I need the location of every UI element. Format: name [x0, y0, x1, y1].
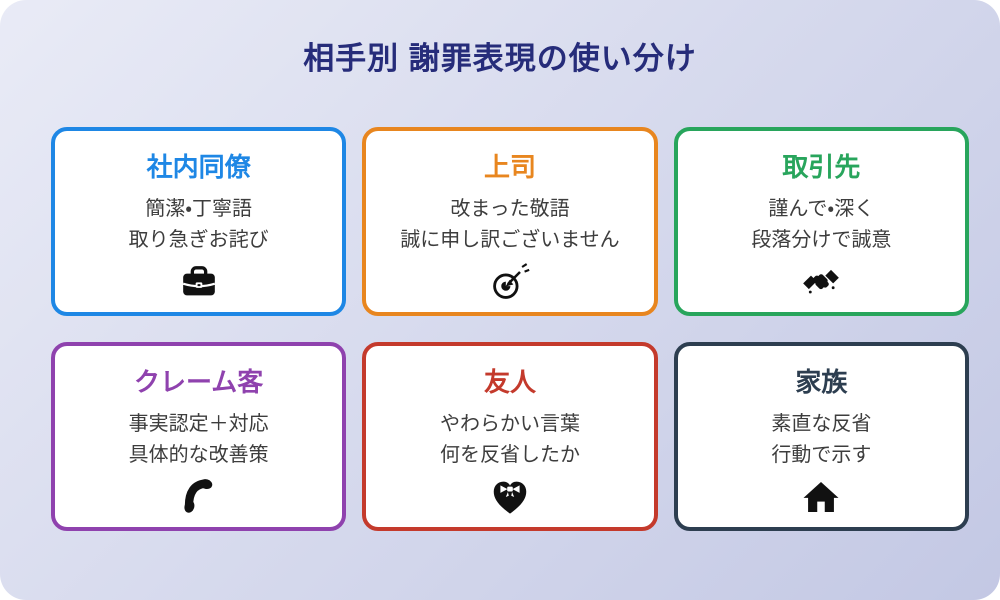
- target-dart-icon: [490, 261, 530, 303]
- card-line: 段落分けで誠意: [751, 229, 892, 252]
- card-line: 取り急ぎお詫び: [128, 229, 269, 252]
- card-description: 改まった敬語誠に申し訳ございません: [400, 194, 619, 256]
- card-title: 社内同僚: [146, 152, 251, 182]
- home-icon: [801, 476, 841, 518]
- card-colleagues: 社内同僚 簡潔・丁寧語取り急ぎお詫び: [51, 127, 347, 316]
- card-line: やわらかい言葉: [439, 413, 580, 436]
- card-description: やわらかい言葉何を反省したか: [440, 409, 580, 471]
- card-complaint-customer: クレーム客 事実認定＋対応具体的な改善策: [51, 342, 347, 531]
- briefcase-icon: [179, 261, 219, 303]
- card-line: 改まった敬語: [450, 198, 570, 221]
- card-boss: 上司 改まった敬語誠に申し訳ございません: [362, 127, 658, 316]
- card-line: 何を反省したか: [439, 444, 580, 467]
- card-title: 上司: [483, 152, 536, 182]
- card-client: 取引先 謹んで・深く段落分けで誠意: [673, 127, 969, 316]
- card-description: 謹んで・深く段落分けで誠意: [751, 194, 891, 256]
- card-line: 簡潔・丁寧語: [145, 198, 253, 221]
- phone-icon: [179, 476, 219, 518]
- card-title: 家族: [795, 367, 848, 397]
- card-description: 事実認定＋対応具体的な改善策: [129, 409, 269, 471]
- card-title: 取引先: [782, 152, 861, 182]
- card-friend: 友人 やわらかい言葉何を反省したか: [362, 342, 658, 531]
- card-line: 謹んで・深く: [768, 198, 875, 221]
- heart-ribbon-icon: [490, 476, 530, 518]
- cards-grid: 社内同僚 簡潔・丁寧語取り急ぎお詫び 上司 改まった敬語誠に申し訳ございません …: [51, 127, 969, 531]
- card-title: 友人: [483, 367, 536, 397]
- page-title: 相手別 謝罪表現の使い分け: [303, 41, 697, 76]
- card-family: 家族 素直な反省行動で示す: [673, 342, 969, 531]
- card-line: 事実認定＋対応: [128, 413, 269, 436]
- card-description: 素直な反省行動で示す: [771, 409, 871, 471]
- card-description: 簡潔・丁寧語取り急ぎお詫び: [129, 194, 269, 256]
- handshake-icon: [801, 261, 841, 303]
- card-line: 素直な反省: [771, 413, 872, 436]
- card-line: 誠に申し訳ございません: [400, 229, 620, 252]
- card-title: クレーム客: [134, 367, 264, 397]
- card-line: 行動で示す: [771, 444, 872, 467]
- card-line: 具体的な改善策: [128, 444, 269, 467]
